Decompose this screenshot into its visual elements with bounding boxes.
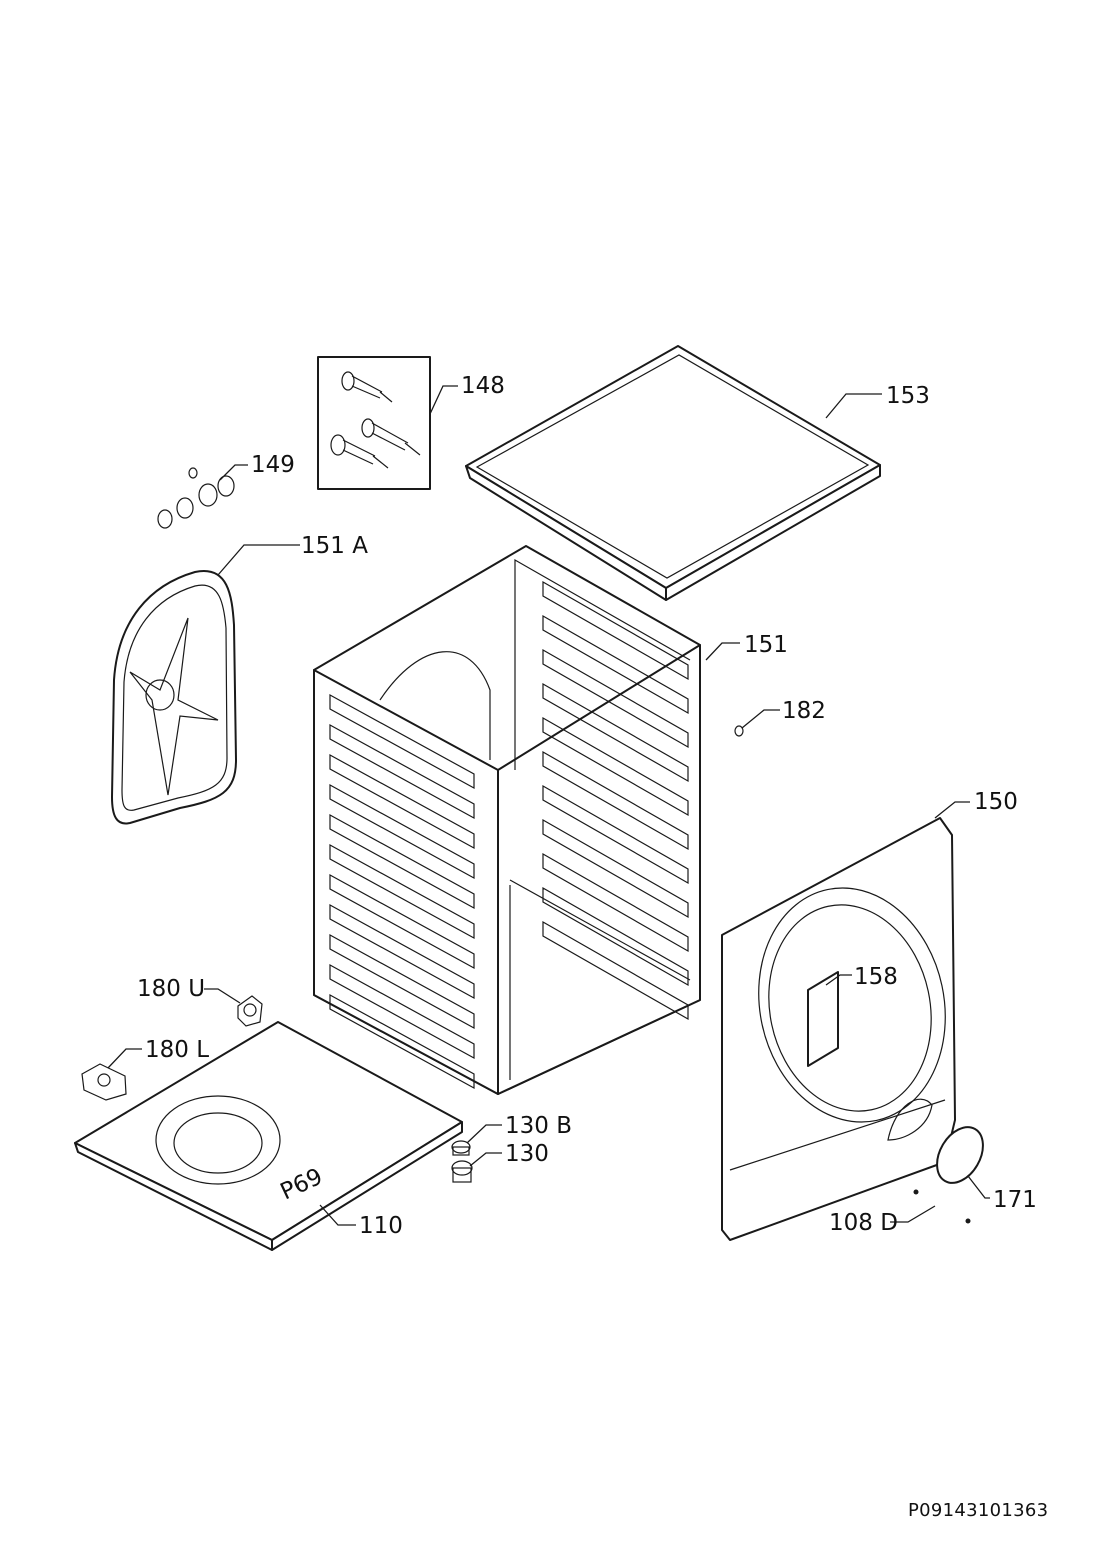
panel-rib xyxy=(329,813,475,910)
top-cover-part xyxy=(465,345,881,601)
transport-bolts-part xyxy=(317,356,431,490)
feet-part xyxy=(451,1140,473,1183)
panel-rib xyxy=(542,750,689,851)
label-158: 158 xyxy=(854,964,898,990)
panel-rib xyxy=(542,648,689,749)
panel-rib xyxy=(329,723,475,820)
lower-damper-part xyxy=(81,1063,127,1101)
label-150: 150 xyxy=(974,789,1018,815)
label-182: 182 xyxy=(782,698,826,724)
panel-rib xyxy=(329,873,475,970)
label-151a: 151 A xyxy=(301,533,368,559)
label-180u: 180 U xyxy=(137,976,205,1002)
cabinet-part xyxy=(313,545,701,1095)
label-108d: 108 D xyxy=(829,1210,898,1236)
label-130: 130 xyxy=(505,1141,549,1167)
leader-lines xyxy=(107,385,990,1226)
label-180l: 180 L xyxy=(145,1037,209,1063)
screws-part xyxy=(913,1189,971,1224)
panel-rib xyxy=(542,920,689,1021)
panel-rib xyxy=(329,753,475,850)
label-151: 151 xyxy=(744,632,788,658)
panel-rib xyxy=(329,843,475,940)
door-hinge-part xyxy=(807,971,839,1067)
upper-damper-part xyxy=(237,995,263,1027)
label-110: 110 xyxy=(359,1213,403,1239)
base-plate-part: P69 xyxy=(74,1021,463,1251)
panel-rib xyxy=(542,682,689,783)
panel-rib xyxy=(542,852,689,953)
panel-rib xyxy=(542,886,689,987)
panel-rib xyxy=(542,716,689,817)
rear-panel-part xyxy=(111,569,237,825)
filter-flap-part xyxy=(936,1126,984,1184)
label-148: 148 xyxy=(461,373,505,399)
panel-rib xyxy=(542,580,689,681)
label-149: 149 xyxy=(251,452,295,478)
panel-rib xyxy=(542,614,689,715)
clip-part xyxy=(734,725,744,737)
callout-labels: 148 153 149 151 A 151 182 150 158 180 U … xyxy=(137,373,1037,1239)
drawing-code: P09143101363 xyxy=(908,1500,1049,1521)
panel-rib xyxy=(329,693,475,790)
label-171: 171 xyxy=(993,1187,1037,1213)
label-153: 153 xyxy=(886,383,930,409)
panel-rib xyxy=(329,783,475,880)
front-panel-part xyxy=(721,817,956,1241)
panel-rib xyxy=(329,933,475,1030)
label-130b: 130 B xyxy=(505,1113,572,1139)
panel-rib xyxy=(542,784,689,885)
panel-rib xyxy=(329,903,475,1000)
panel-rib xyxy=(329,963,475,1060)
panel-rib xyxy=(329,993,475,1090)
cover-caps-part xyxy=(157,467,235,529)
panel-rib xyxy=(542,818,689,919)
